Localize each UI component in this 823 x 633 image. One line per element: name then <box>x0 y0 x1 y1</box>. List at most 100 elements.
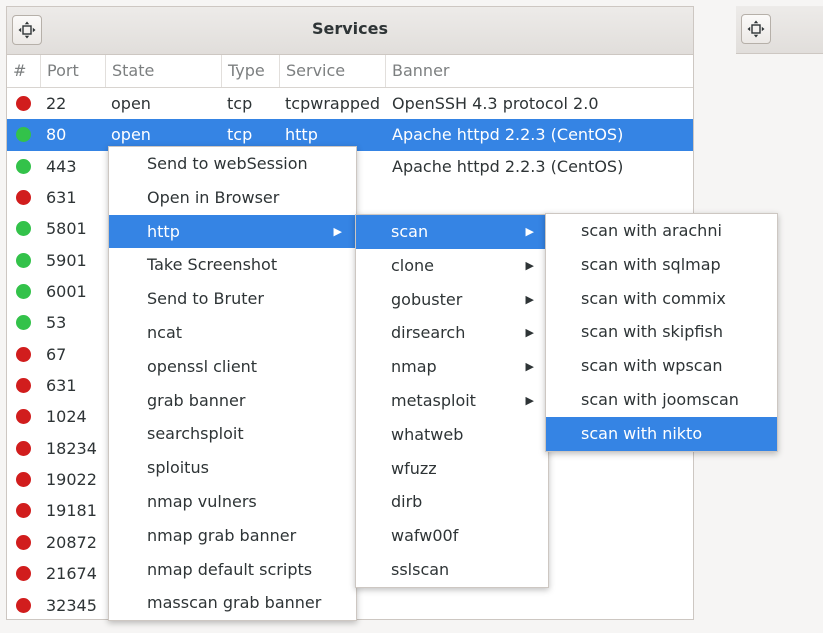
column-header-port[interactable]: Port <box>41 55 106 87</box>
table-row[interactable]: 67 <box>7 339 693 370</box>
table-row[interactable]: 20872 <box>7 527 693 558</box>
http-submenu-item-gobuster[interactable]: gobuster ▶ <box>356 283 548 317</box>
http-submenu-item-whatweb[interactable]: whatweb <box>356 418 548 452</box>
http-submenu-item-wafw00f[interactable]: wafw00f <box>356 519 548 553</box>
menu-item-label: scan with nikto <box>581 423 703 443</box>
port-cell: 5801 <box>46 219 87 239</box>
menu-item-label: wfuzz <box>391 458 437 478</box>
port-cell: 443 <box>46 156 77 176</box>
port-status-icon <box>16 409 31 425</box>
http-submenu-item-wfuzz[interactable]: wfuzz <box>356 452 548 486</box>
table-row[interactable]: 18234 <box>7 433 693 464</box>
table-row[interactable]: 1024 <box>7 401 693 432</box>
service-cell: http <box>285 125 318 145</box>
http-submenu: scan▶clone▶gobuster▶dirsearch▶nmap▶metas… <box>355 214 549 588</box>
menu-item-label: scan with arachni <box>581 221 722 240</box>
context-menu-item-send-to-bruter[interactable]: Send to Bruter <box>109 282 356 316</box>
context-menu-item-openssl-client[interactable]: openssl client <box>109 350 356 384</box>
context-menu-item-open-in-browser[interactable]: Open in Browser <box>109 181 356 215</box>
port-status-icon <box>16 378 31 394</box>
menu-item-label: clone <box>391 255 435 275</box>
context-menu-item-sploitus[interactable]: sploitus <box>109 451 356 485</box>
context-menu-item-grab-banner[interactable]: grab banner <box>109 384 356 418</box>
http-submenu-item-metasploit[interactable]: metasploit▶ <box>356 384 548 418</box>
port-cell: 67 <box>46 344 67 364</box>
menu-item-label: scan with skipfish <box>581 322 723 342</box>
port-cell: 631 <box>46 188 77 208</box>
http-submenu-item-clone[interactable]: clone▶ <box>356 249 548 283</box>
menu-item-label: ncat <box>147 322 183 342</box>
scan-submenu-item-scan-with-commix[interactable]: scan with commix <box>546 282 777 316</box>
dock-button[interactable] <box>12 15 42 45</box>
http-submenu-item-dirb[interactable]: dirb <box>356 485 548 519</box>
column-header-service[interactable]: Service <box>280 55 386 87</box>
menu-item-label: scan with sqlmap <box>581 254 721 274</box>
column-header-index[interactable]: # <box>7 55 41 87</box>
http-submenu-item-sslscan[interactable]: sslscan <box>356 553 548 587</box>
menu-item-label: nmap grab banner <box>147 525 297 545</box>
menu-item-label: dirb <box>391 492 423 512</box>
context-menu-item-nmap-grab-banner[interactable]: nmap grab banner <box>109 519 356 553</box>
context-menu-item-masscan-grab-banner[interactable]: masscan grab banner <box>109 586 356 620</box>
table-row[interactable]: 443 Apache httpd 2.2.3 (CentOS) <box>7 151 693 182</box>
port-status-icon <box>16 252 31 268</box>
table-row[interactable]: 21674 <box>7 558 693 589</box>
port-cell: 22 <box>46 94 67 113</box>
column-header-banner[interactable]: Banner <box>392 61 450 80</box>
http-submenu-item-nmap[interactable]: nmap▶ <box>356 350 548 384</box>
type-cell: tcp <box>227 94 253 113</box>
service-cell: tcpwrapped <box>285 94 381 113</box>
scan-submenu-item-scan-with-joomscan[interactable]: scan with joomscan <box>546 383 777 417</box>
type-cell: tcp <box>227 125 253 145</box>
menu-item-label: dirsearch <box>391 323 466 343</box>
menu-item-label: nmap default scripts <box>147 559 313 579</box>
scan-submenu-item-scan-with-nikto[interactable]: scan with nikto <box>546 416 777 451</box>
context-menu-item-nmap-default-scripts[interactable]: nmap default scripts <box>109 553 356 587</box>
menu-item-label: nmap vulners <box>147 491 257 511</box>
state-cell: open <box>111 94 151 113</box>
scan-submenu-item-scan-with-sqlmap[interactable]: scan with sqlmap <box>546 248 777 282</box>
chevron-right-icon: ▶ <box>525 292 534 306</box>
scan-submenu-item-scan-with-skipfish[interactable]: scan with skipfish <box>546 315 777 349</box>
column-header-type[interactable]: Type <box>222 55 280 87</box>
menu-item-label: scan with commix <box>581 288 726 308</box>
banner-cell: Apache httpd 2.2.3 (CentOS) <box>392 156 624 176</box>
port-status-icon <box>16 96 31 111</box>
http-submenu-item-scan[interactable]: scan▶ <box>356 215 548 249</box>
menu-item-label: Send to webSession <box>147 154 308 173</box>
scan-submenu: scan with arachni scan with sqlmap scan wi… <box>545 213 778 452</box>
banner-cell: Apache httpd 2.2.3 (CentOS) <box>392 125 624 145</box>
port-cell: 32345 <box>46 595 97 615</box>
table-row[interactable]: 32345 <box>7 590 693 620</box>
table-row[interactable]: 19181 <box>7 495 693 526</box>
table-row[interactable]: 6001 <box>7 276 693 307</box>
table-row[interactable]: 19022 <box>7 464 693 495</box>
table-row[interactable]: 53 <box>7 307 693 338</box>
context-menu-item-nmap-vulners[interactable]: nmap vulners <box>109 485 356 519</box>
context-menu-item-ncat[interactable]: ncat <box>109 316 356 350</box>
chevron-right-icon: ▶ <box>525 326 534 340</box>
menu-item-label: sslscan <box>391 559 450 579</box>
scan-submenu-item-scan-with-arachni[interactable]: scan with arachni <box>546 214 777 248</box>
context-menu-item-searchsploit[interactable]: searchsploit <box>109 417 356 451</box>
table-row[interactable]: 631 <box>7 182 693 213</box>
menu-item-label: metasploit <box>391 390 476 410</box>
http-submenu-item-dirsearch[interactable]: dirsearch ▶ <box>356 316 548 350</box>
context-menu-item-send-to-websession[interactable]: Send to webSession <box>109 147 356 181</box>
table-row[interactable]: 631 <box>7 370 693 401</box>
context-menu-item-http[interactable]: http▶ <box>109 214 356 249</box>
chevron-right-icon: ▶ <box>525 225 534 238</box>
dock-button-secondary[interactable] <box>741 14 771 44</box>
port-cell: 53 <box>46 313 67 333</box>
scan-submenu-item-scan-with-wpscan[interactable]: scan with wpscan <box>546 349 777 383</box>
port-cell: 80 <box>46 125 67 145</box>
menu-item-label: gobuster <box>391 289 463 309</box>
context-menu-item-take-screenshot[interactable]: Take Screenshot <box>109 248 356 282</box>
table-row[interactable]: 5901 <box>7 245 693 276</box>
port-status-icon <box>16 221 31 237</box>
table-row[interactable]: 5801 <box>7 213 693 244</box>
column-header-state[interactable]: State <box>106 55 222 87</box>
port-cell: 631 <box>46 376 77 396</box>
